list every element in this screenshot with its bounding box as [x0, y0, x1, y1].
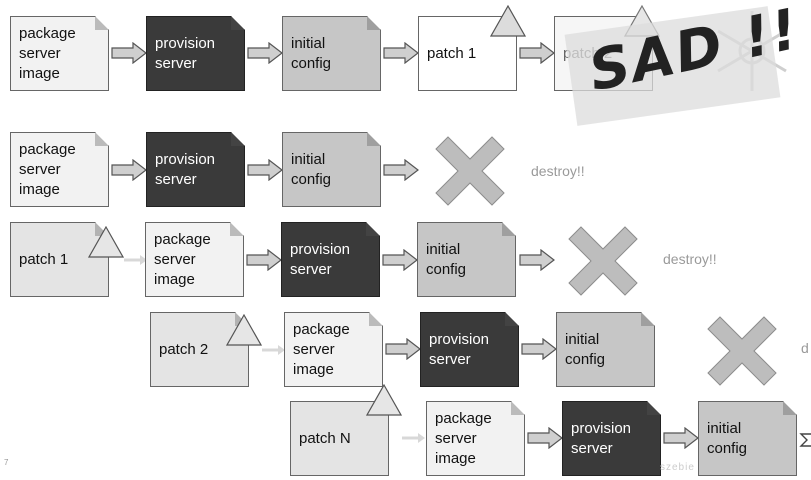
- row4-destroy-x-icon: [707, 316, 777, 386]
- row2-provision-box: provision server: [146, 132, 245, 207]
- row5-patchN-label: patch N: [299, 429, 351, 447]
- row4-package-box: package server image: [284, 312, 383, 387]
- row4-config-label: initial config: [565, 330, 606, 368]
- row3-patch1-triangle: [88, 226, 124, 258]
- row4-package-label: package server image: [293, 320, 350, 378]
- row1-package-box: package server image: [10, 16, 109, 91]
- row4-arrow-1: [385, 338, 421, 360]
- row4-destroy-label-cut: d: [801, 340, 809, 356]
- row3-config-label: initial config: [426, 240, 467, 278]
- row2-arrow-1: [111, 159, 147, 181]
- row1-arrow-2: [247, 42, 283, 64]
- row3-destroy-x-icon: [568, 226, 638, 296]
- row1-provision-label: provision server: [155, 34, 216, 72]
- row2-destroy-label: destroy!!: [531, 163, 585, 179]
- row4-patch2-triangle: [226, 314, 262, 346]
- row2-provision-label: provision server: [155, 150, 216, 188]
- row3-destroy-label: destroy!!: [663, 251, 717, 267]
- row3-config-box: initial config: [417, 222, 516, 297]
- row3-arrow-1: [246, 249, 282, 271]
- row1-arrow-1: [111, 42, 147, 64]
- row5-arrow-2: [663, 427, 699, 449]
- row3-patch1-box: patch 1: [10, 222, 109, 297]
- row2-destroy-x-icon: [435, 136, 505, 206]
- row4-patch2-label: patch 2: [159, 340, 209, 358]
- row5-provision-box: provision server: [562, 401, 661, 476]
- row3-provision-label: provision server: [290, 240, 351, 278]
- row4-patch2-box: patch 2: [150, 312, 249, 387]
- row5-thin-arrow: [402, 433, 425, 443]
- row3-provision-box: provision server: [281, 222, 380, 297]
- row2-config-label: initial config: [291, 150, 332, 188]
- row3-arrow-2: [382, 249, 418, 271]
- row2-package-label: package server image: [19, 140, 76, 198]
- row5-patchN-triangle: [366, 384, 402, 416]
- row4-thin-arrow: [262, 345, 285, 355]
- row5-config-label: initial config: [707, 419, 748, 457]
- row2-arrow-3: [383, 159, 419, 181]
- row3-patch1-label: patch 1: [19, 250, 69, 268]
- row1-arrow-3: [383, 42, 419, 64]
- row1-provision-box: provision server: [146, 16, 245, 91]
- row4-arrow-2: [521, 338, 557, 360]
- row3-package-box: package server image: [145, 222, 244, 297]
- row2-config-box: initial config: [282, 132, 381, 207]
- row2-package-box: package server image: [10, 132, 109, 207]
- row5-config-box: initial config: [698, 401, 797, 476]
- row5-provision-label: provision server: [571, 419, 632, 457]
- faint-footer-text: szebie: [660, 462, 695, 473]
- row5-package-label: package server image: [435, 409, 492, 467]
- row1-config-box: initial config: [282, 16, 381, 91]
- row2-arrow-2: [247, 159, 283, 181]
- row5-arrow-1: [527, 427, 563, 449]
- row3-package-label: package server image: [154, 230, 211, 288]
- row5-arrow-3-cut: [799, 433, 811, 447]
- row4-config-box: initial config: [556, 312, 655, 387]
- row5-package-box: package server image: [426, 401, 525, 476]
- row4-provision-label: provision server: [429, 330, 490, 368]
- row4-provision-box: provision server: [420, 312, 519, 387]
- row1-arrow-4: [519, 42, 555, 64]
- page-number: 7: [4, 458, 9, 467]
- row1-patch1-label: patch 1: [427, 44, 477, 62]
- row1-patch1-triangle: [490, 5, 526, 37]
- row3-arrow-3: [519, 249, 555, 271]
- row3-thin-arrow: [124, 255, 147, 265]
- row1-config-label: initial config: [291, 34, 332, 72]
- row1-package-label: package server image: [19, 24, 76, 82]
